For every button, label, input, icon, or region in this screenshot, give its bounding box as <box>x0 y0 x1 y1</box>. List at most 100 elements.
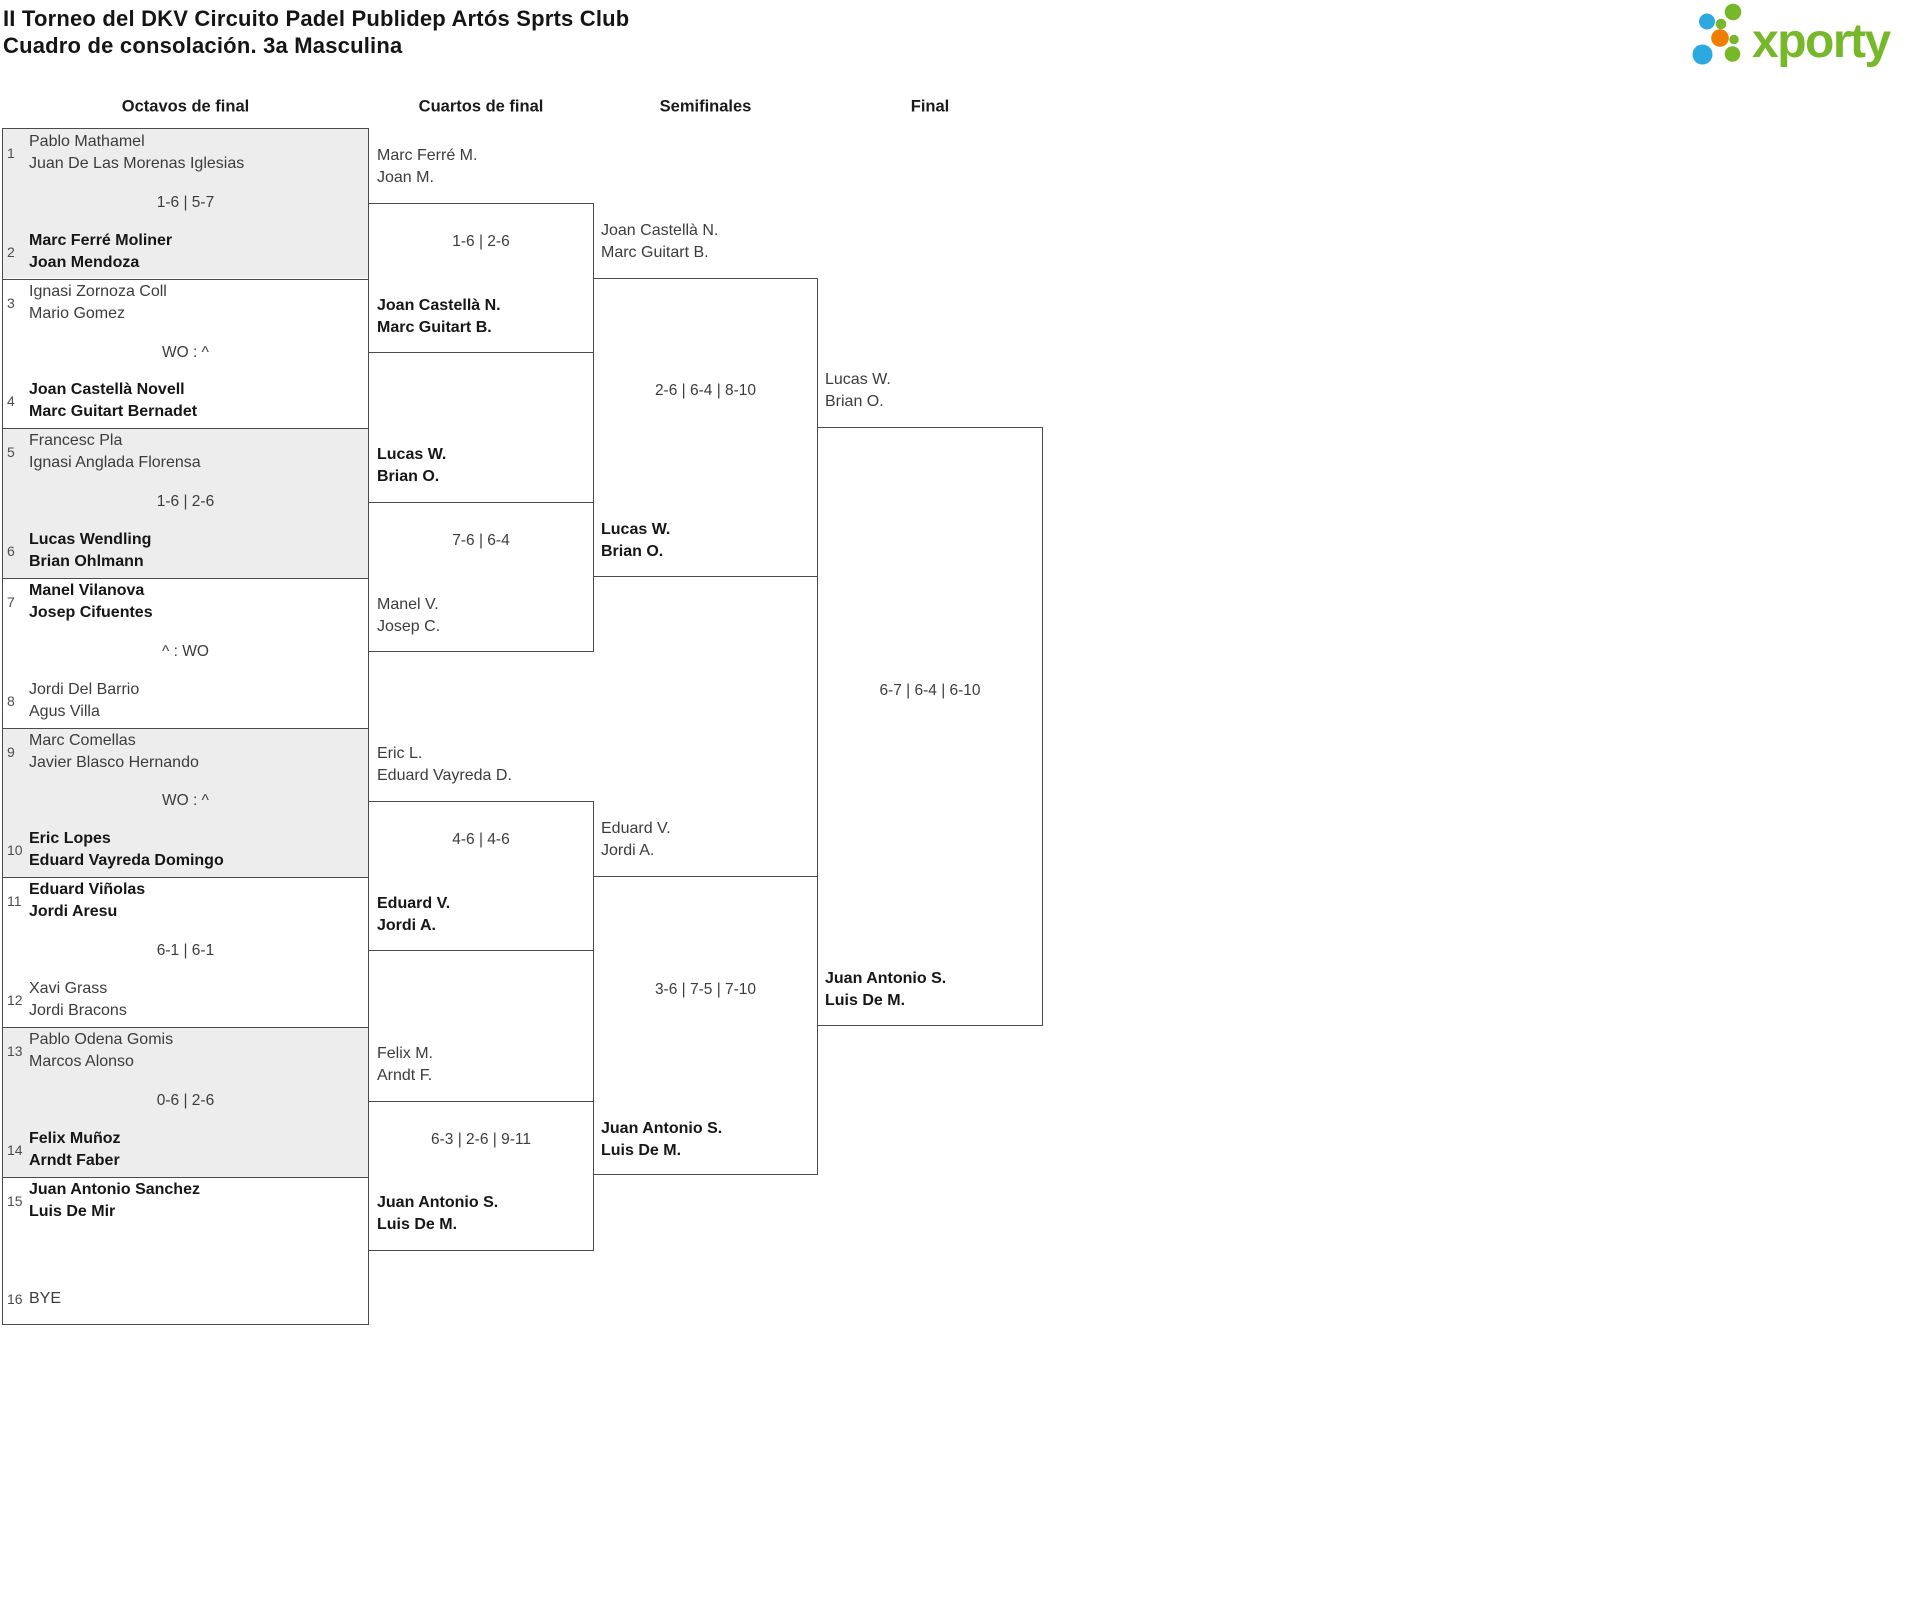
logo-dot-blue-lower <box>1692 44 1713 65</box>
qf3-team-b: Eduard V.Jordi A. <box>377 893 450 937</box>
sf2-box <box>593 876 818 1176</box>
seed-number: 16 <box>7 1291 23 1308</box>
player-1: Eric Lopes <box>29 830 111 848</box>
player-2: Jordi A. <box>377 917 436 935</box>
player-1: Joan Castellà Novell <box>29 381 185 399</box>
player-1: Marc Ferré Moliner <box>29 231 173 249</box>
round-of-16-box <box>2 128 369 1325</box>
player-2: Mario Gomez <box>29 304 126 322</box>
match-divider <box>3 279 368 280</box>
player-1: Eduard Viñolas <box>29 881 146 899</box>
match-divider <box>3 1027 368 1028</box>
player-1: Jordi Del Barrio <box>29 680 140 698</box>
sf1-team-b: Lucas W.Brian O. <box>601 519 670 563</box>
player-1: Eduard V. <box>601 820 671 838</box>
sf1-score: 2-6 | 6-4 | 8-10 <box>654 382 757 400</box>
seed-number: 8 <box>7 692 15 709</box>
player-2: Luis De M. <box>377 1216 458 1234</box>
match-shade <box>3 129 368 278</box>
seed-number: 2 <box>7 243 15 260</box>
qf2-score: 7-6 | 6-4 <box>452 531 510 549</box>
player-1: Juan Antonio S. <box>601 1119 723 1137</box>
seed-number: 6 <box>7 543 15 559</box>
player-2: Eduard Vayreda Domingo <box>29 852 224 870</box>
player-1: Lucas Wendling <box>29 531 152 548</box>
match-divider <box>3 877 368 878</box>
qf2-box <box>368 502 594 653</box>
final-team-a: Lucas W. Brian O. <box>825 369 891 413</box>
player-2: Jordi Aresu <box>29 903 118 921</box>
round-header-octavos: Octavos de final <box>121 97 250 116</box>
logo-dot-green-mid <box>1715 18 1727 30</box>
logo-dot-green-top <box>1724 3 1742 21</box>
qf4-team-b: Juan Antonio S. Luis De M. <box>377 1192 498 1236</box>
sf1-box <box>593 277 818 577</box>
page-title: II Torneo del DKV Circuito Padel Publide… <box>3 5 629 59</box>
player-2: Jordi A. <box>601 842 655 860</box>
title-line-1: II Torneo del DKV Circuito Padel Publide… <box>3 6 630 31</box>
seed-number: 5 <box>7 444 15 461</box>
player-1: Pablo Odena Gomis <box>29 1030 174 1048</box>
qf2-team-b: Manel V. Josep C. <box>377 594 440 638</box>
seed-number: 11 <box>7 893 22 910</box>
player-2: Marc Guitart B. <box>601 243 709 261</box>
player-2: Javier Blasco Hernando <box>29 753 199 771</box>
player-1: Felix M. <box>377 1044 433 1062</box>
seed-number: 3 <box>7 294 15 311</box>
seed-number: 4 <box>7 393 15 410</box>
player-1: Lucas W. <box>825 371 891 389</box>
qf4-team-a: Felix M.Arndt F. <box>377 1043 433 1087</box>
player-1: Marc Comellas <box>29 731 136 749</box>
final-box <box>817 427 1043 1027</box>
player-2: Joan M. <box>377 168 434 186</box>
player-1: Eric L. <box>377 745 423 763</box>
player-2: Josep C. <box>377 617 441 635</box>
match-divider <box>3 428 368 429</box>
r16-match-7-score: 0-6 | 2-6 <box>156 1091 215 1109</box>
player-1: Manel V. <box>377 595 439 613</box>
seed-number: 10 <box>7 842 23 859</box>
player-1: Xavi Grass <box>29 979 108 997</box>
round-header-final: Final <box>910 97 950 116</box>
qf1-team-a: Marc Ferré M. Joan M. <box>377 145 477 189</box>
player-2: Luis De M. <box>601 1141 682 1159</box>
qf4-score: 6-3 | 2-6 | 9-11 <box>431 1130 531 1148</box>
sf2-score: 3-6 | 7-5 | 7-10 <box>654 980 757 998</box>
player-2: Marc Guitart B. <box>377 318 492 336</box>
logo-dot-green-right <box>1729 34 1739 45</box>
r16-match-5-score: WO : ^ <box>162 792 209 810</box>
qf3-score: 4-6 | 4-6 <box>452 831 510 849</box>
player-2: Brian Ohlmann <box>29 553 144 570</box>
seed-number: 1 <box>7 145 15 161</box>
seed-number: 13 <box>7 1042 23 1059</box>
r16-match-2-score: WO : ^ <box>162 343 209 361</box>
player-1: Juan Antonio S. <box>825 970 947 987</box>
r16-match-1-score: 1-6 | 5-7 <box>156 193 215 211</box>
player-1: Juan Antonio S. <box>377 1194 499 1212</box>
qf2-team-a: Lucas W.Brian O. <box>377 444 446 488</box>
match-divider <box>3 578 368 579</box>
r16-entry-16: 16 BYE <box>7 1288 61 1310</box>
player-2: Brian O. <box>825 393 884 411</box>
player-2: Marc Guitart Bernadet <box>29 403 198 421</box>
logo-dot-blue-upper <box>1699 13 1715 30</box>
player-2: Marcos Alonso <box>29 1052 134 1070</box>
sf1-team-a: Joan Castellà N.Marc Guitart B. <box>601 220 718 264</box>
r16-match-6-score: 6-1 | 6-1 <box>156 942 215 960</box>
xporty-logo[interactable]: xporty <box>1690 0 1920 75</box>
qf4-box <box>368 1100 594 1251</box>
player-1: Marc Ferré M. <box>377 146 478 164</box>
player-2: Jordi Bracons <box>29 1001 127 1019</box>
match-shade <box>3 728 368 877</box>
qf3-team-a: Eric L.Eduard Vayreda D. <box>377 743 512 787</box>
logo-wordmark: xporty <box>1752 15 1892 68</box>
player-1: Lucas W. <box>601 521 671 538</box>
r16-match-3-score: 1-6 | 2-6 <box>156 493 215 511</box>
